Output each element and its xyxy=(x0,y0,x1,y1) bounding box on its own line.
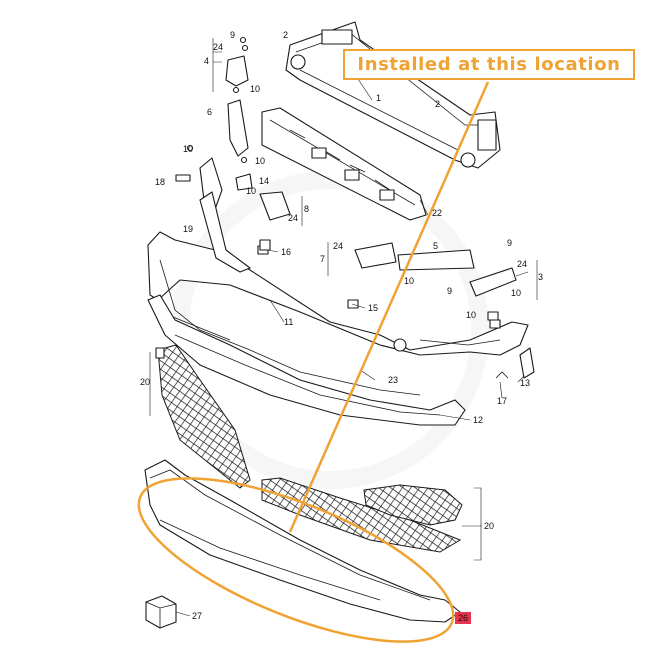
callout-3: 3 xyxy=(538,272,543,282)
callout-numbers: 1 2 2 3 4 5 6 7 8 9 9 9 10 10 10 10 10 1… xyxy=(140,30,543,621)
callout-18: 18 xyxy=(155,177,165,187)
callout-14: 14 xyxy=(259,176,269,186)
highlight-annotation xyxy=(137,81,490,643)
callout-20: 20 xyxy=(484,521,494,531)
callout-22: 22 xyxy=(432,208,442,218)
left-brackets xyxy=(186,36,249,164)
callout-27: 27 xyxy=(192,611,202,621)
callout-17: 17 xyxy=(497,396,507,406)
callout-9: 9 xyxy=(230,30,235,40)
callout-24: 24 xyxy=(213,42,223,52)
callout-16: 16 xyxy=(281,247,291,257)
callout-8: 8 xyxy=(304,204,309,214)
callout-11: 11 xyxy=(284,317,293,327)
callout-15: 15 xyxy=(368,303,378,313)
callout-24: 24 xyxy=(333,241,343,251)
callout-10: 10 xyxy=(255,156,265,166)
callout-13: 13 xyxy=(520,378,530,388)
callout-5: 5 xyxy=(433,241,438,251)
highlight-badge-label: 26 xyxy=(458,613,468,623)
callout-1: 1 xyxy=(376,93,381,103)
callout-23: 23 xyxy=(388,375,398,385)
highlight-badge: 26 xyxy=(455,612,471,624)
callout-9: 9 xyxy=(447,286,452,296)
callout-7: 7 xyxy=(320,254,325,264)
callout-24: 24 xyxy=(288,213,298,223)
callout-10: 10 xyxy=(511,288,521,298)
callout-10: 10 xyxy=(183,144,193,154)
highlight-pointer-line xyxy=(288,81,490,533)
callout-10: 10 xyxy=(404,276,414,286)
callout-6: 6 xyxy=(207,107,212,117)
callout-10: 10 xyxy=(250,84,260,94)
lower-bumper xyxy=(147,294,466,426)
impact-absorber xyxy=(261,107,427,221)
installed-location-callout: Installed at this location xyxy=(343,49,635,80)
callout-9: 9 xyxy=(507,238,512,248)
grille-set xyxy=(155,344,463,553)
callout-2: 2 xyxy=(283,30,288,40)
callout-24: 24 xyxy=(517,259,527,269)
callout-19: 19 xyxy=(183,224,193,234)
callout-text: Installed at this location xyxy=(357,54,621,75)
highlight-ellipse xyxy=(137,477,455,643)
right-brackets xyxy=(354,242,535,379)
callout-2: 2 xyxy=(435,99,440,109)
callout-20: 20 xyxy=(140,377,150,387)
callout-10: 10 xyxy=(466,310,476,320)
callout-12: 12 xyxy=(473,415,483,425)
callout-10: 10 xyxy=(246,186,256,196)
clip-part-27 xyxy=(145,595,177,629)
callout-4: 4 xyxy=(204,56,209,66)
reinforcement-bar xyxy=(285,21,501,169)
